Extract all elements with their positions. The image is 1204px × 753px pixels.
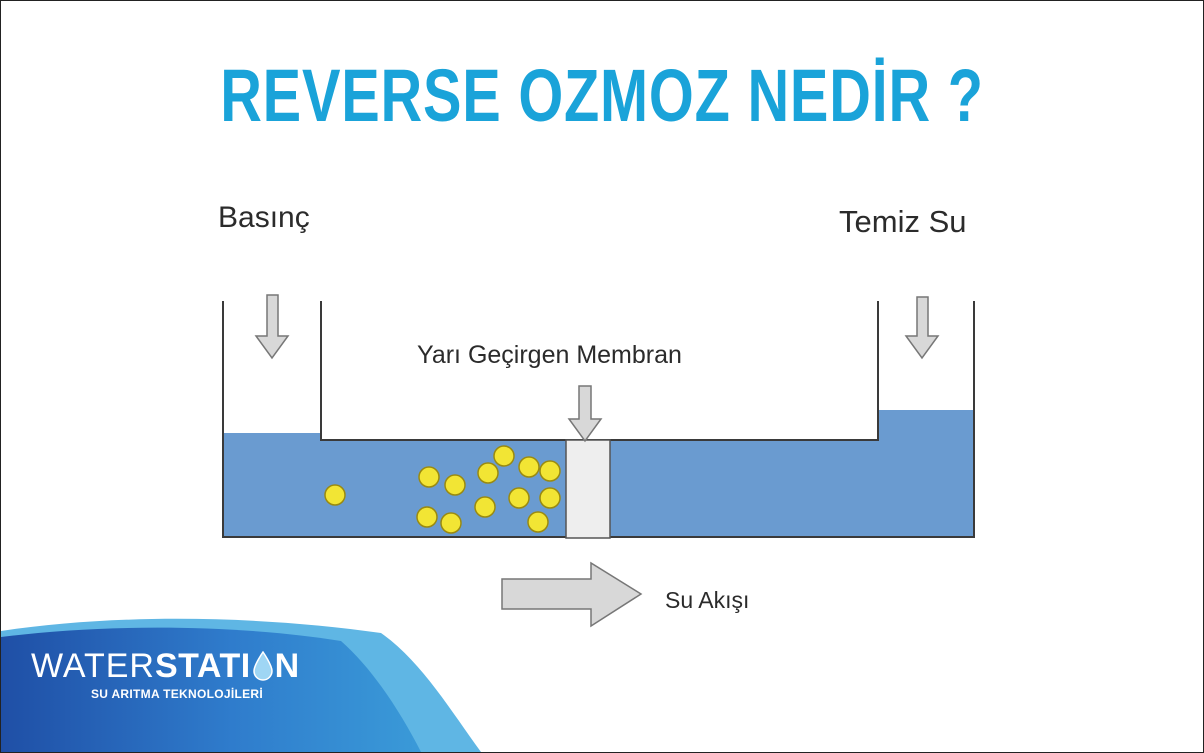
particle bbox=[518, 456, 540, 478]
particle bbox=[508, 487, 530, 509]
membrane-pointer-arrow bbox=[567, 385, 603, 443]
particle bbox=[418, 466, 440, 488]
particle bbox=[324, 484, 346, 506]
brand-tagline: SU ARITMA TEKNOLOJİLERİ bbox=[91, 687, 264, 701]
particle bbox=[440, 512, 462, 534]
membrane bbox=[565, 439, 611, 539]
particle bbox=[539, 460, 561, 482]
membrane-label: Yarı Geçirgen Membran bbox=[417, 341, 682, 369]
water-flow-arrow bbox=[501, 561, 643, 628]
particle bbox=[493, 445, 515, 467]
particle bbox=[444, 474, 466, 496]
particle bbox=[527, 511, 549, 533]
brand-name-part2a: STATI bbox=[154, 647, 251, 685]
particles bbox=[324, 445, 561, 534]
page-title: REVERSE OZMOZ NEDİR ? bbox=[220, 54, 984, 137]
brand-band bbox=[1, 627, 421, 752]
particle bbox=[474, 496, 496, 518]
water-flow-label: Su Akışı bbox=[665, 587, 750, 613]
brand-name-part1: WATER bbox=[31, 647, 155, 685]
clean-water-label: Temiz Su bbox=[839, 204, 967, 239]
brand-logo: WATERSTATI N bbox=[31, 647, 300, 686]
particle bbox=[477, 462, 499, 484]
brand-name-part2b: N bbox=[274, 647, 300, 685]
particle bbox=[539, 487, 561, 509]
clean-water-arrow bbox=[904, 296, 940, 360]
pressure-arrow bbox=[254, 294, 290, 360]
water-drop-icon bbox=[252, 650, 273, 686]
particle bbox=[416, 506, 438, 528]
pressure-label: Basınç bbox=[218, 201, 310, 234]
